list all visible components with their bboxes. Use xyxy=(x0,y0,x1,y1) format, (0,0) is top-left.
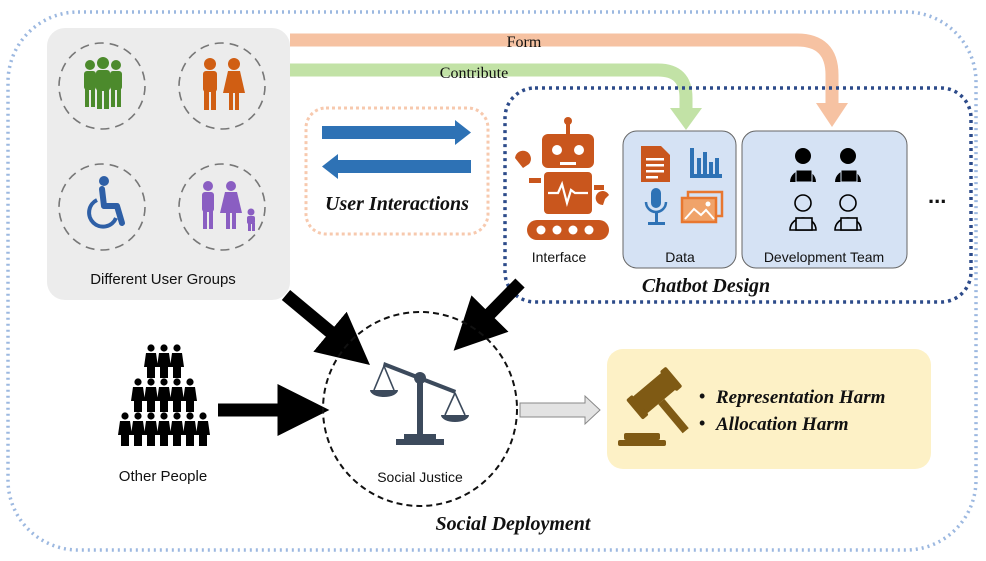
developer-icon xyxy=(789,194,817,231)
chatbot-design-label: Chatbot Design xyxy=(642,275,770,297)
developer-icon xyxy=(790,148,816,183)
arrow-groups-to-justice xyxy=(281,290,370,365)
contribute-arrow xyxy=(290,63,693,109)
arrow-justice-to-harms xyxy=(519,394,601,426)
person-figure xyxy=(196,412,210,446)
person-figure xyxy=(170,344,184,378)
person-figure xyxy=(144,378,158,412)
form-label: Form xyxy=(507,34,542,51)
person-figure xyxy=(170,378,184,412)
development-team-panel xyxy=(741,130,908,269)
bar-chart-icon xyxy=(690,148,722,178)
harms-panel xyxy=(607,349,931,469)
microphone-icon xyxy=(644,188,668,225)
group-circle xyxy=(178,42,266,130)
person-figure xyxy=(157,378,171,412)
development-team-label: Development Team xyxy=(764,249,884,265)
more-ellipsis: ... xyxy=(928,183,946,208)
social-deployment-label: Social Deployment xyxy=(436,513,592,535)
developer-icon xyxy=(834,194,862,231)
social-justice-label: Social Justice xyxy=(377,469,463,485)
data-panel xyxy=(622,130,737,269)
group-circle xyxy=(58,42,146,130)
person-figure xyxy=(170,412,184,446)
robot-icon xyxy=(515,117,609,240)
interaction-arrow-left xyxy=(322,154,471,179)
gavel-icon xyxy=(618,367,689,446)
person-figure xyxy=(118,412,132,446)
form-arrowhead xyxy=(816,103,848,127)
person-figure xyxy=(183,378,197,412)
data-label: Data xyxy=(665,249,695,265)
user-interactions-box xyxy=(304,106,490,236)
person-figure xyxy=(157,412,171,446)
chatbot-design-box xyxy=(503,86,973,304)
developer-icon xyxy=(835,148,861,183)
person-figure xyxy=(144,344,158,378)
couple-icon xyxy=(203,58,245,110)
other-people-label: Other People xyxy=(119,468,207,485)
person-figure xyxy=(144,412,158,446)
arrow-chatbot-to-justice xyxy=(453,278,525,351)
person-figure xyxy=(131,412,145,446)
contribute-label: Contribute xyxy=(440,65,508,82)
document-icon xyxy=(641,146,670,182)
group-circle xyxy=(178,163,266,251)
crowd-icon xyxy=(118,344,210,446)
interaction-arrow-right xyxy=(322,120,471,145)
social-justice-circle xyxy=(322,311,518,507)
social-deployment-boundary xyxy=(6,10,978,552)
form-arrow xyxy=(290,33,839,104)
harm-item: Representation Harm xyxy=(715,387,885,408)
harm-item: Allocation Harm xyxy=(715,414,849,435)
wheelchair-icon xyxy=(87,176,125,229)
interface-label: Interface xyxy=(532,249,587,265)
contribute-arrowhead xyxy=(670,108,702,130)
different-user-groups-label: Different User Groups xyxy=(90,271,236,288)
people-group-icon xyxy=(84,57,122,109)
bullet: • xyxy=(699,386,705,406)
user-interactions-label: User Interactions xyxy=(325,193,469,215)
person-figure xyxy=(183,412,197,446)
image-icon xyxy=(680,190,724,224)
bullet: • xyxy=(699,413,705,433)
person-figure xyxy=(131,378,145,412)
group-circle xyxy=(58,163,146,251)
scales-icon xyxy=(370,362,469,445)
family-icon xyxy=(202,181,255,231)
person-figure xyxy=(157,344,171,378)
user-groups-panel xyxy=(47,28,290,300)
